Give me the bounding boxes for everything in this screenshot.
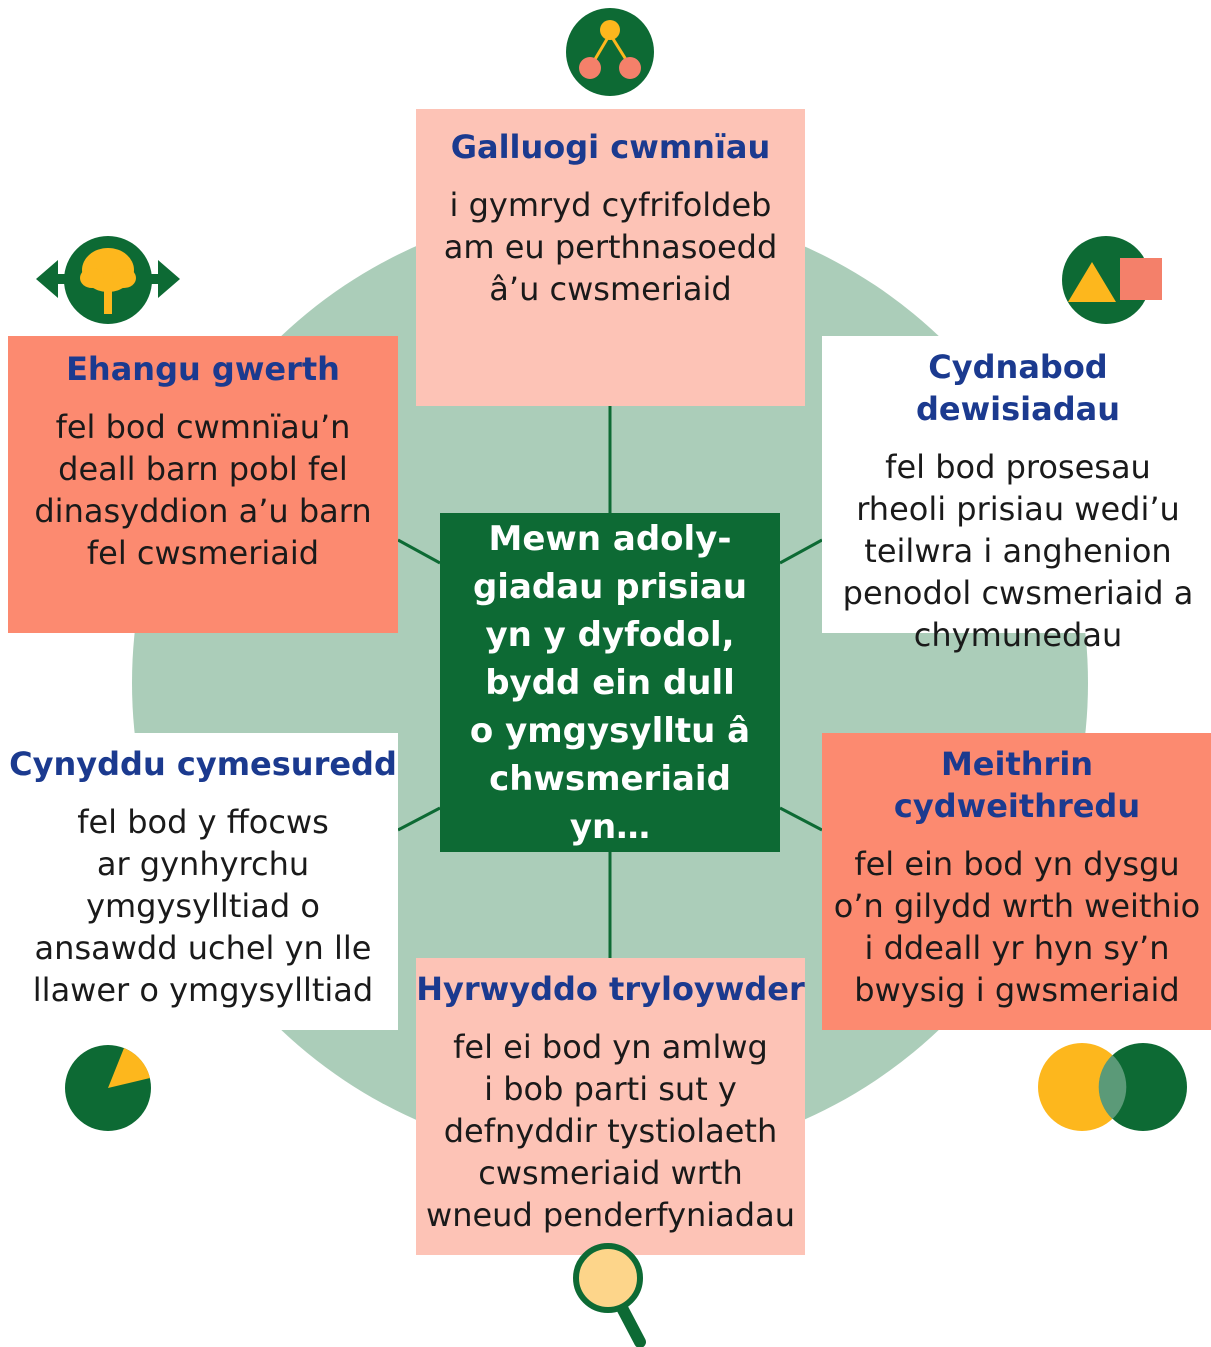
box-title: Cydnabod dewisiadau bbox=[915, 348, 1121, 428]
box-title: Meithrin cydweithredu bbox=[893, 745, 1141, 825]
connector-lines bbox=[397, 406, 823, 958]
connector-top-left bbox=[397, 538, 441, 565]
shapes-icon bbox=[1062, 236, 1162, 324]
tree-arrows-icon bbox=[36, 236, 180, 324]
box-foster-collaboration: Meithrin cydweithredu fel ein bod yn dys… bbox=[822, 733, 1211, 1030]
box-enable-companies: Galluogi cwmnïau i gymryd cyfrifoldeb am… bbox=[416, 109, 805, 406]
connector-top-right bbox=[779, 538, 823, 565]
center-text: Mewn adoly- giadau prisiau yn y dyfodol,… bbox=[469, 518, 751, 847]
box-body: fel bod y ffocws ar gynhyrchu ymgysyllti… bbox=[32, 803, 374, 1009]
box-title: Ehangu gwerth bbox=[66, 350, 340, 388]
box-body: fel ein bod yn dysgu o’n gilydd wrth wei… bbox=[833, 845, 1201, 1009]
connector-bottom-right bbox=[779, 806, 823, 832]
pie-icon bbox=[65, 1045, 151, 1131]
network-icon bbox=[566, 8, 654, 96]
box-increase-proportionality: Cynyddu cymesuredd fel bod y ffocws ar g… bbox=[8, 733, 398, 1030]
venn-icon bbox=[1038, 1043, 1187, 1131]
box-recognise-choices: Cydnabod dewisiadau fel bod prosesau rhe… bbox=[822, 336, 1211, 654]
center-statement: Mewn adoly- giadau prisiau yn y dyfodol,… bbox=[440, 513, 780, 852]
magnifier-icon bbox=[573, 1243, 646, 1347]
connector-bottom-left bbox=[397, 806, 441, 832]
box-body: i gymryd cyfrifoldeb am eu perthnasoedd … bbox=[443, 186, 778, 308]
box-body: fel bod prosesau rheoli prisiau wedi’u t… bbox=[842, 448, 1194, 654]
box-body: fel bod cwmnïau’n deall barn pobl fel di… bbox=[34, 408, 372, 572]
box-title: Cynyddu cymesuredd bbox=[9, 745, 397, 783]
box-title: Galluogi cwmnïau bbox=[450, 128, 771, 166]
box-body: fel ei bod yn amlwg i bob parti sut y de… bbox=[426, 1028, 795, 1234]
box-promote-transparency: Hyrwyddo tryloywder fel ei bod yn amlwg … bbox=[416, 958, 805, 1255]
box-title: Hyrwyddo tryloywder bbox=[416, 970, 805, 1008]
box-broaden-value: Ehangu gwerth fel bod cwmnïau’n deall ba… bbox=[8, 336, 398, 633]
